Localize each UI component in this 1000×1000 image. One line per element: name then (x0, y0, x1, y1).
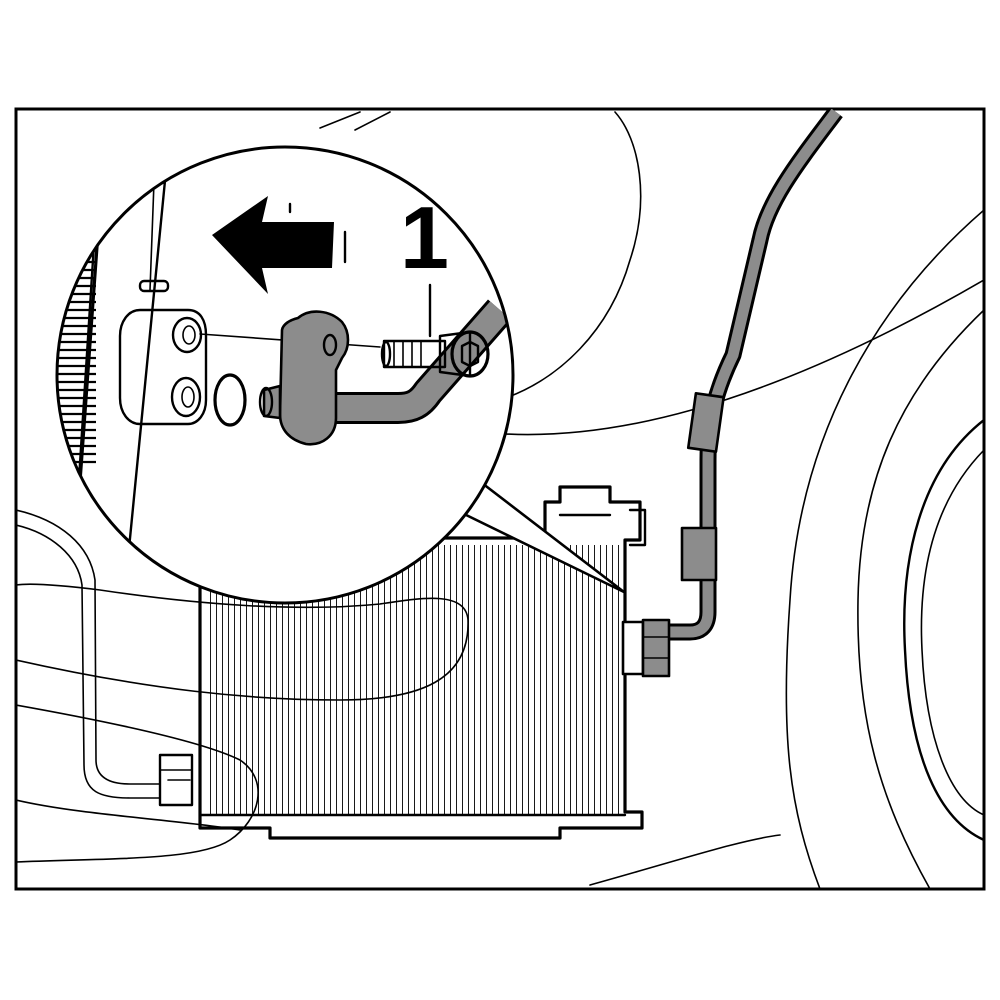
background-scene (16, 109, 984, 889)
hollow-screw (380, 330, 490, 378)
wheel-arch (589, 209, 984, 889)
detail-view (55, 145, 515, 605)
banjo-fitting (258, 299, 513, 446)
cooler-port-block (118, 279, 208, 426)
callout-number: 1 (400, 188, 449, 287)
oil-line (621, 109, 843, 678)
fitting-clamp (158, 753, 194, 807)
sealing-ring (213, 373, 247, 427)
removal-direction-arrow-icon (212, 196, 347, 294)
detail-pointer (459, 478, 626, 594)
